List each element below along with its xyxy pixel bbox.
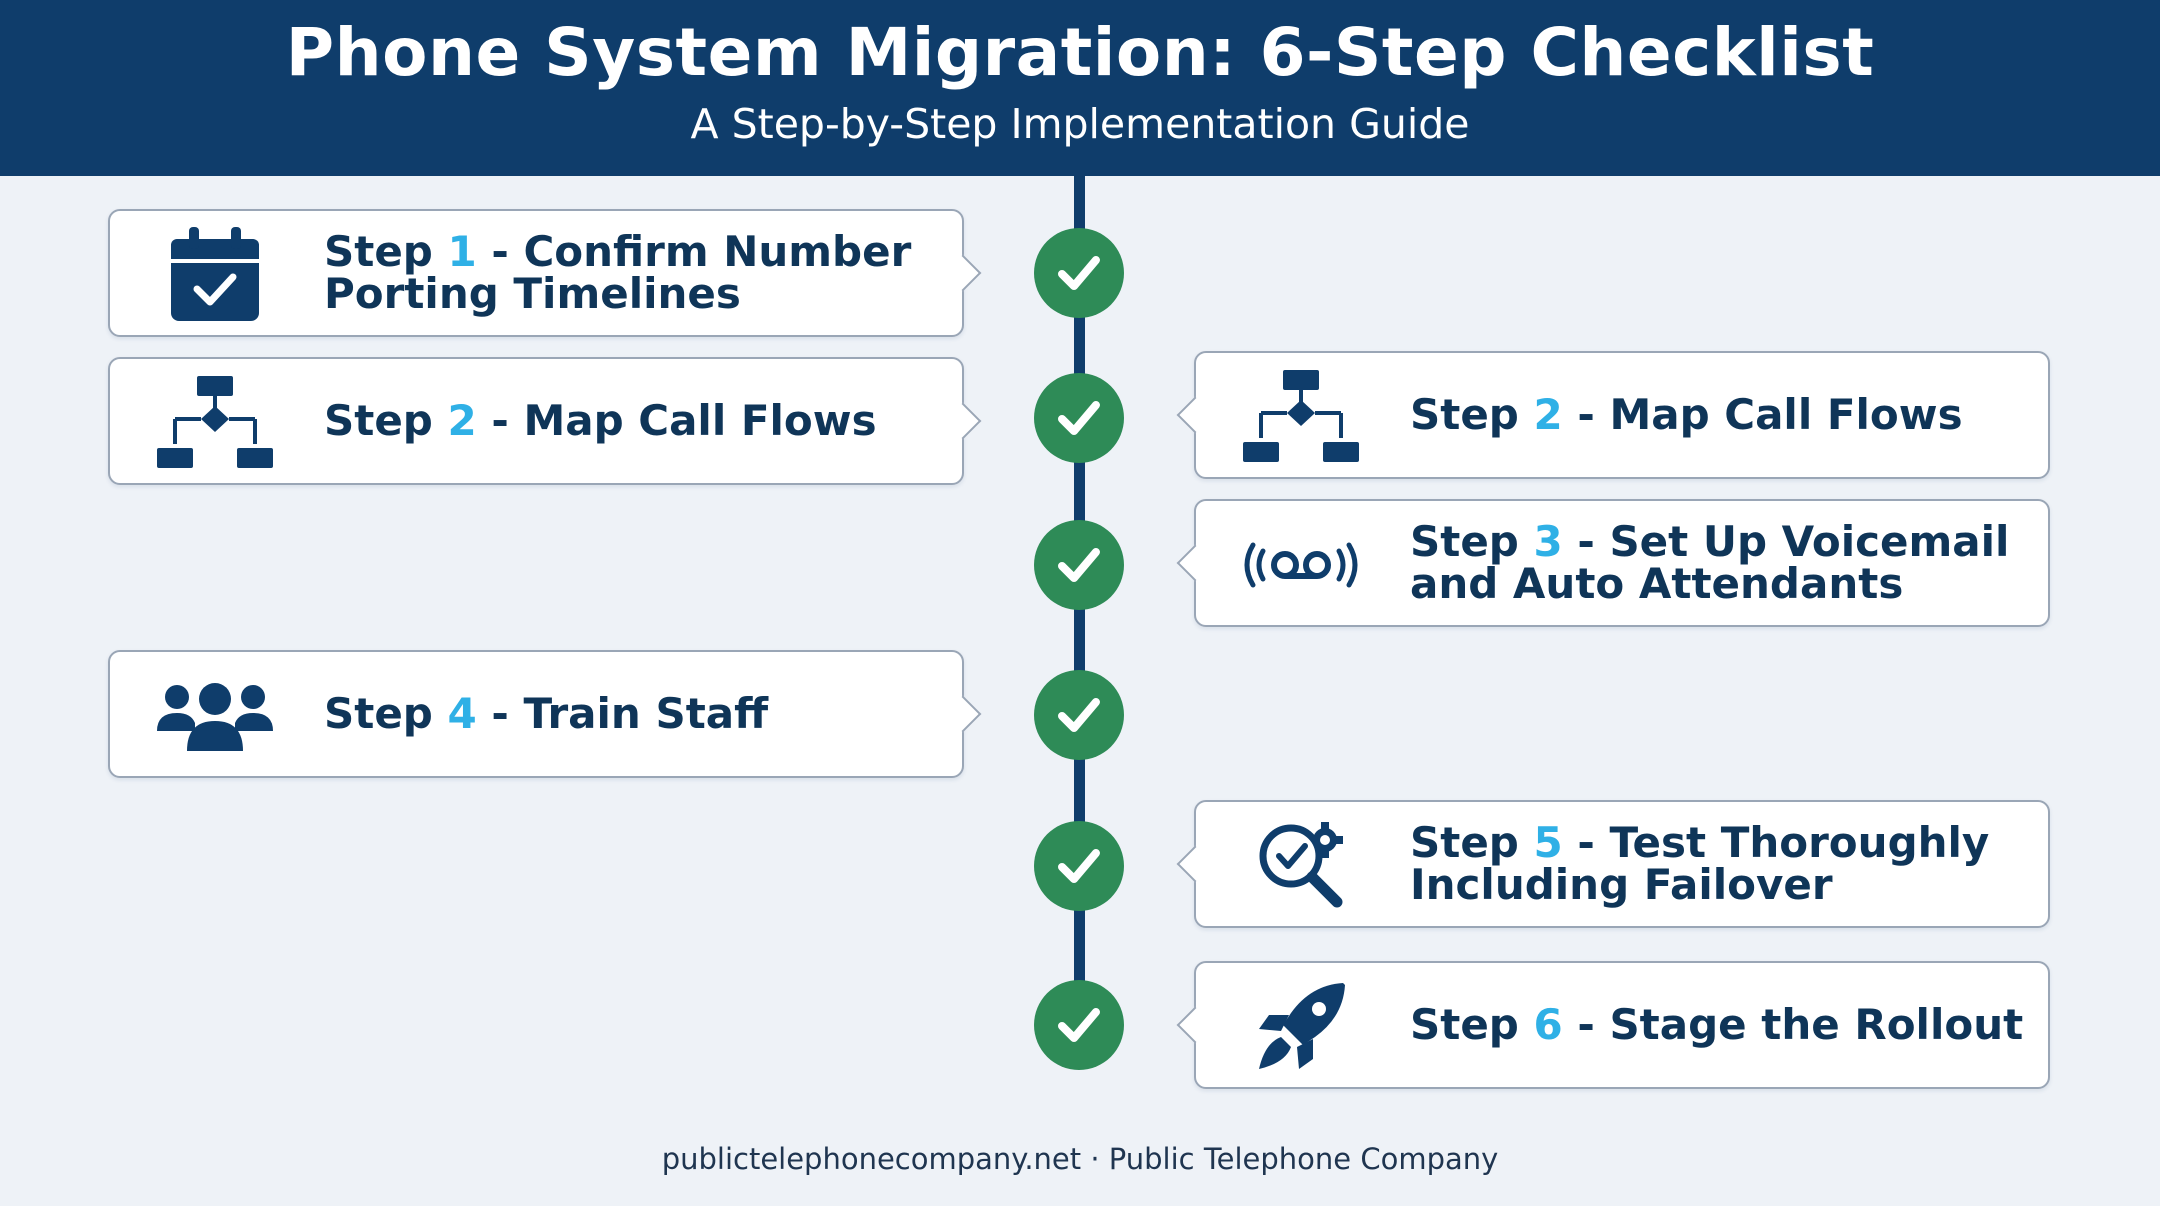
rocket-icon [1236,977,1366,1077]
step-label: Step 2 - Map Call Flows [324,396,877,445]
step-label: Step 4 - Train Staff [324,689,769,738]
page-subtitle: A Step-by-Step Implementation Guide [690,100,1470,148]
checkmark-icon [1058,1008,1100,1042]
check-node-3 [1034,520,1124,610]
step-card-2-right: Step 2 - Map Call Flows [1176,351,2050,479]
check-node-2 [1034,373,1124,463]
check-node-6 [1034,980,1124,1070]
step-card-2-left: Step 2 - Map Call Flows [108,357,982,485]
flowchart-icon [150,373,280,473]
check-node-4 [1034,670,1124,760]
checkmark-icon [1058,256,1100,290]
step-card-5: Step 5 - Test Thoroughly Including Failo… [1176,800,2050,928]
page-title: Phone System Migration: 6-Step Checklist [285,14,1875,91]
header-banner: Phone System Migration: 6-Step Checklist… [0,0,2160,176]
checkmark-icon [1058,698,1100,732]
step-label: Step 6 - Stage the Rollout [1410,1000,2024,1049]
checkmark-icon [1058,849,1100,883]
step-card-4: Step 4 - Train Staff [108,650,982,778]
checkmark-icon [1058,401,1100,435]
step-card-6: Step 6 - Stage the Rollout [1176,961,2050,1089]
magnifier-gear-icon [1236,816,1366,916]
voicemail-icon [1236,515,1366,615]
flowchart-icon [1236,367,1366,467]
checkmark-icon [1058,548,1100,582]
step-label: Step 1 - Confirm Number Porting Timeline… [324,227,912,318]
people-group-icon [150,666,280,766]
calendar-check-icon [150,225,280,325]
step-card-3: Step 3 - Set Up Voicemail and Auto Atten… [1176,499,2050,627]
step-card-1: Step 1 - Confirm Number Porting Timeline… [108,209,982,337]
check-node-5 [1034,821,1124,911]
footer-credit: publictelephonecompany.net · Public Tele… [661,1142,1499,1176]
step-label: Step 5 - Test Thoroughly Including Failo… [1410,818,1990,909]
step-label: Step 3 - Set Up Voicemail and Auto Atten… [1410,517,2010,608]
step-label: Step 2 - Map Call Flows [1410,390,1963,439]
check-node-1 [1034,228,1124,318]
